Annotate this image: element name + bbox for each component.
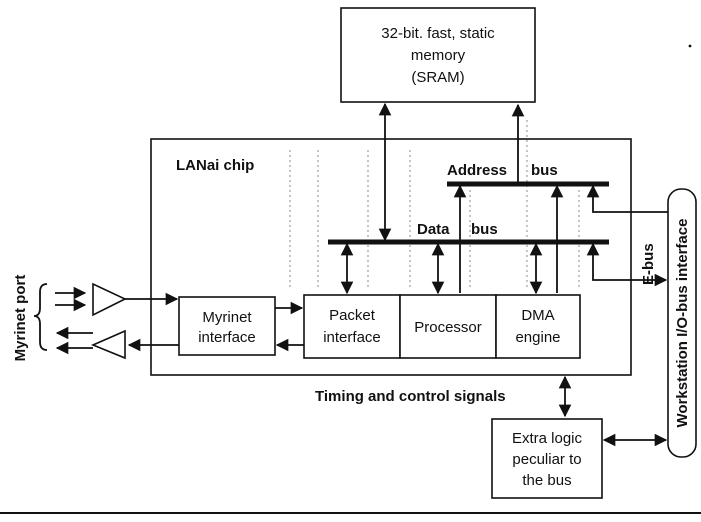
extra-logic-line3: the bus (522, 472, 571, 489)
ebus-label: E-bus (640, 243, 657, 285)
address-ebus-wire (586, 184, 668, 213)
workstation-interface-block: Workstation I/O-bus interface (667, 188, 697, 458)
processor-label: Processor (414, 319, 482, 336)
extra-logic-block: Extra logic peculiar to the bus (491, 418, 603, 499)
speck (688, 44, 692, 48)
address-bus-label: Address (447, 162, 507, 179)
sram-block: 32-bit. fast, static memory (SRAM) (340, 7, 536, 103)
lanai-chip-label: LANai chip (176, 157, 254, 174)
extra-logic-line1: Extra logic (512, 430, 583, 447)
dma-engine-block: DMA engine (495, 294, 581, 359)
data-ebus-wire (586, 242, 668, 287)
data-bus-suffix: bus (471, 221, 498, 238)
dma-engine-line1: DMA (521, 307, 554, 324)
myrinet-port: Myrinet port (12, 275, 179, 362)
packet-interface-line2: interface (323, 329, 381, 346)
extra-logic-line2: peculiar to (512, 451, 581, 468)
output-driver-triangle (90, 329, 126, 360)
workstation-interface-label: Workstation I/O-bus interface (674, 219, 691, 428)
data-bus: Data bus (328, 221, 609, 245)
packet-interface-line1: Packet (329, 307, 376, 324)
address-bus-suffix: bus (531, 162, 558, 179)
data-bus-label: Data (417, 221, 450, 238)
input-buffer-triangle (92, 282, 127, 317)
myrinet-port-brace (33, 283, 48, 351)
myrinet-interface-line1: Myrinet (202, 309, 252, 326)
sram-label-line3: (SRAM) (411, 69, 464, 86)
sram-label-line2: memory (411, 47, 466, 64)
packet-interface-block: Packet interface (303, 294, 401, 359)
myrinet-interface-block: Myrinet interface (178, 296, 276, 356)
sram-label-line1: 32-bit. fast, static (381, 25, 495, 42)
address-bus: Address bus (447, 162, 609, 187)
dma-engine-line2: engine (515, 329, 560, 346)
processor-block: Processor (399, 294, 497, 359)
timing-label: Timing and control signals (315, 388, 506, 405)
myrinet-interface-line2: interface (198, 329, 256, 346)
myrinet-port-label: Myrinet port (12, 275, 29, 362)
